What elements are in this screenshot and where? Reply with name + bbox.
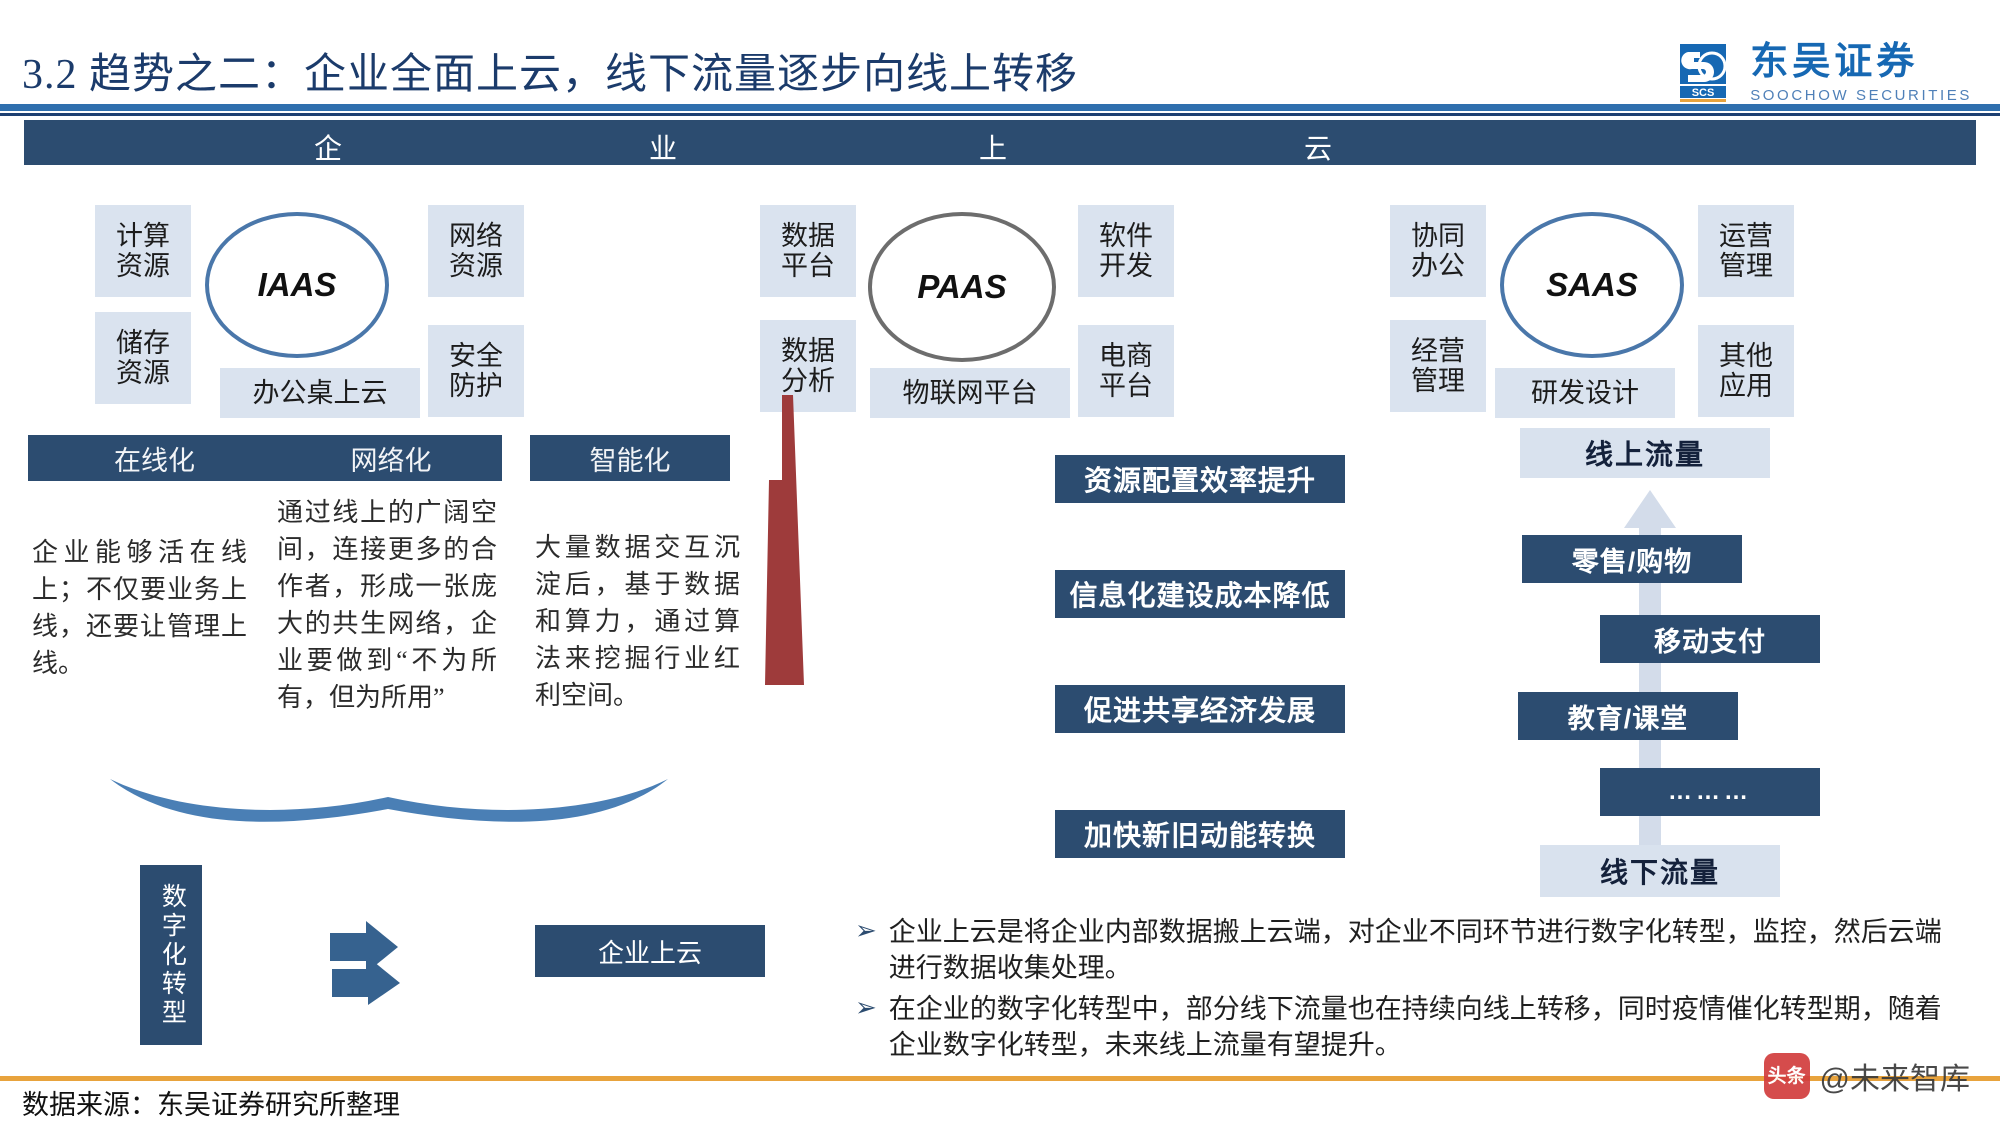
saas-chip-ops-management: 运营 管理 — [1698, 205, 1794, 297]
bullet-list: ➢ 企业上云是将企业内部数据搬上云端，对企业不同环节进行数字化转型，监控，然后云… — [855, 915, 1965, 1070]
iaas-chip-compute: 计算 资源 — [95, 205, 191, 297]
digital-transformation-box: 数字化转型 — [140, 865, 202, 1045]
online-traffic-label: 线上流量 — [1520, 428, 1770, 478]
bullet-marker-icon: ➢ — [855, 993, 877, 1024]
benefit-sharing-economy: 促进共享经济发展 — [1055, 685, 1345, 733]
stage-networked: 网络化 — [280, 435, 502, 481]
bullet-text: 企业上云是将企业内部数据搬上云端，对企业不同环节进行数字化转型，监控，然后云端进… — [888, 917, 1942, 983]
paragraph-online: 企业能够活在线上；不仅要业务上线，还要让管理上线。 — [32, 538, 247, 678]
svg-text:SCS: SCS — [1692, 87, 1715, 99]
upward-arrow-icon — [1620, 490, 1680, 865]
logo-name-cn: 东吴证券 — [1750, 41, 1919, 83]
traffic-rung-mobile-pay: 移动支付 — [1600, 615, 1820, 663]
paas-chip-iot-platform: 物联网平台 — [870, 368, 1070, 418]
toutiao-badge-icon: 头条 — [1763, 1053, 1810, 1099]
benefit-new-momentum: 加快新旧动能转换 — [1055, 810, 1345, 858]
saas-chip-operations-mgmt: 经营 管理 — [1390, 320, 1486, 412]
paas-chip-ecommerce: 电商 平台 — [1078, 325, 1174, 417]
paragraph-intelligent: 大量数据交互沉淀后，基于数据和算力，通过算法来挖掘行业红利空间。 — [535, 533, 740, 710]
stage-intelligent: 智能化 — [530, 435, 730, 481]
paas-chip-data-analysis: 数据 分析 — [760, 320, 856, 412]
banner-char-1: 企 — [314, 134, 343, 165]
paas-chip-data-platform: 数据 平台 — [760, 205, 856, 297]
logo-name-en: SOOCHOW SECURITIES — [1750, 87, 1972, 104]
enterprise-cloud-target-box: 企业上云 — [535, 925, 765, 977]
traffic-rung-ellipsis: ……… — [1600, 768, 1820, 816]
bullet-text: 在企业的数字化转型中，部分线下流量也在持续向线上转移，同时疫情催化转型期，随着企… — [888, 994, 1942, 1060]
paas-circle: PAAS — [868, 212, 1056, 362]
iaas-chip-network: 网络 资源 — [428, 205, 524, 297]
banner-char-4: 云 — [1304, 134, 1333, 165]
soochow-logo-icon: SCS — [1678, 42, 1740, 104]
list-item: ➢ 在企业的数字化转型中，部分线下流量也在持续向线上转移，同时疫情催化转型期，随… — [855, 992, 1965, 1063]
blue-brace-icon — [110, 775, 670, 835]
iaas-circle: IAAS — [205, 212, 389, 358]
saas-circle: SAAS — [1500, 212, 1684, 358]
page-title: 3.2 趋势之二：企业全面上云，线下流量逐步向线上转移 — [22, 52, 1079, 98]
brand-logo: SCS 东吴证券 SOOCHOW SECURITIES — [1678, 42, 1972, 104]
iaas-chip-desktop-cloud: 办公桌上云 — [220, 368, 420, 418]
saas-chip-other-apps: 其他 应用 — [1698, 325, 1794, 417]
footer-rule — [0, 1076, 2000, 1081]
traffic-rung-retail: 零售/购物 — [1522, 535, 1742, 583]
stage-online: 在线化 — [28, 435, 281, 481]
double-arrow-icon — [330, 915, 440, 1005]
saas-chip-rnd-design: 研发设计 — [1495, 368, 1675, 418]
benefit-resource-efficiency: 资源配置效率提升 — [1055, 455, 1345, 503]
header-rule-primary — [0, 104, 2000, 111]
banner-qiye-shangyun: 企 业 上 云 — [24, 120, 1976, 165]
offline-traffic-label: 线下流量 — [1540, 845, 1780, 897]
banner-char-3: 上 — [979, 134, 1008, 165]
benefit-it-cost-reduction: 信息化建设成本降低 — [1055, 570, 1345, 618]
red-arrow-icon — [760, 395, 830, 685]
source-note: 数据来源：东吴证券研究所整理 — [22, 1090, 400, 1120]
iaas-chip-security: 安全 防护 — [428, 325, 524, 417]
watermark: 头条 @未来智库 — [1763, 1053, 1970, 1099]
paas-chip-software-dev: 软件 开发 — [1078, 205, 1174, 297]
iaas-chip-storage: 储存 资源 — [95, 312, 191, 404]
saas-chip-collaboration: 协同 办公 — [1390, 205, 1486, 297]
watermark-text: @未来智库 — [1819, 1063, 1970, 1096]
banner-char-2: 业 — [649, 134, 678, 165]
traffic-rung-education: 教育/课堂 — [1518, 692, 1738, 740]
header-rule-secondary — [0, 113, 2000, 116]
paragraph-networked: 通过线上的广阔空间，连接更多的合作者，形成一张庞大的共生网络，企业要做到“不为所… — [277, 498, 497, 712]
bullet-marker-icon: ➢ — [855, 916, 877, 946]
list-item: ➢ 企业上云是将企业内部数据搬上云端，对企业不同环节进行数字化转型，监控，然后云… — [855, 915, 1965, 986]
